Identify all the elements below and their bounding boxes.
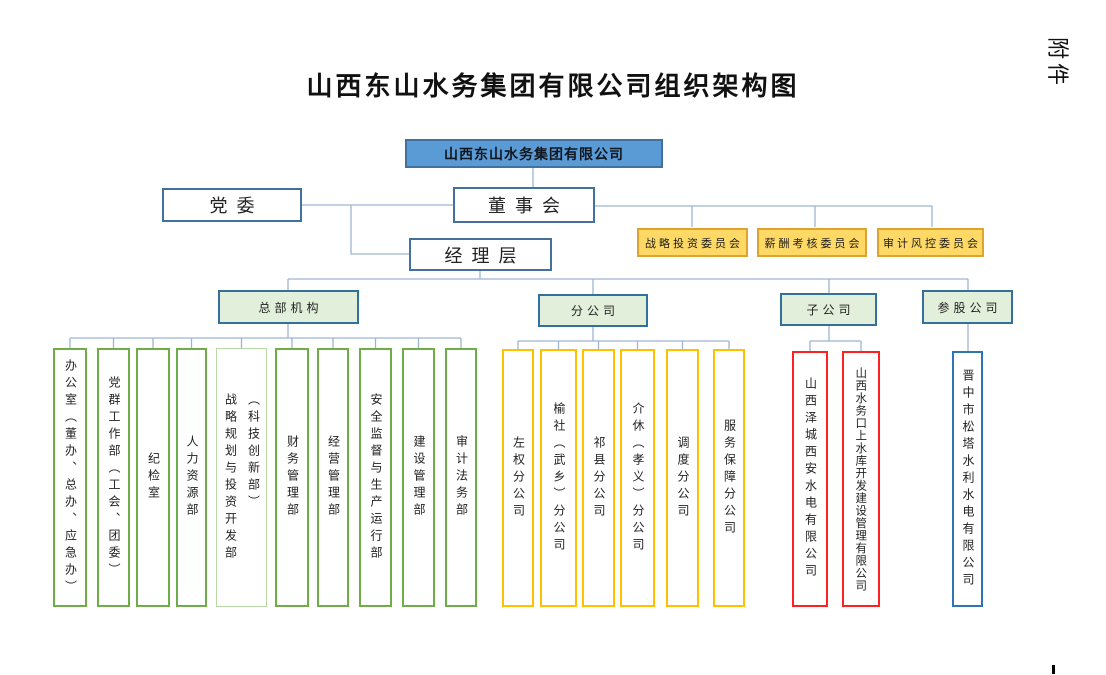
node-dept-operations-management: 经营管理部 (317, 348, 349, 607)
node-category-branch-companies: 分公司 (538, 294, 648, 327)
node-committee-strategic-investment: 战略投资委员会 (637, 228, 748, 257)
node-subsidiary-zecheng-xian-hydropower: 山西泽城西安水电有限公司 (792, 351, 828, 607)
node-branch-service-support: 服务保障分公司 (713, 349, 745, 607)
node-committee-remuneration-assessment: 薪酬考核委员会 (757, 228, 867, 257)
node-committee-audit-risk-control: 审计风控委员会 (877, 228, 984, 257)
node-dept-finance-management: 财务管理部 (275, 348, 309, 607)
node-dept-human-resources: 人力资源部 (176, 348, 207, 607)
node-root-company: 山西东山水务集团有限公司 (405, 139, 663, 168)
node-board-of-directors: 董事会 (453, 187, 595, 223)
node-branch-qixian: 祁县分公司 (582, 349, 615, 607)
node-category-shareholding-companies: 参股公司 (922, 290, 1013, 324)
node-dept-strategic-planning-investment: 战略规划与投资开发部 （科技创新部） (216, 348, 267, 607)
node-branch-zuoquan: 左权分公司 (502, 349, 534, 607)
node-branch-dispatch: 调度分公司 (666, 349, 699, 607)
page-title: 山西东山水务集团有限公司组织架构图 (306, 72, 800, 102)
node-management-layer: 经理层 (409, 238, 552, 271)
node-dept-audit-legal: 审计法务部 (445, 348, 477, 607)
node-dept-party-masses-work: 党群工作部（工会、团委） (97, 348, 130, 607)
node-branch-yushe-wuxiang: 榆社（武乡）分公司 (540, 349, 577, 607)
node-category-subsidiaries: 子公司 (780, 293, 877, 326)
page-corner-mark (1052, 665, 1055, 674)
node-dept-safety-supervision-production: 安全监督与生产运行部 (359, 348, 392, 607)
node-category-headquarters: 总部机构 (218, 290, 359, 324)
node-dept-discipline-inspection: 纪检室 (136, 348, 170, 607)
node-branch-jiexiu-xiaoyi: 介休（孝义）分公司 (620, 349, 655, 607)
node-dept-construction-management: 建设管理部 (402, 348, 435, 607)
node-party-committee: 党委 (162, 188, 302, 222)
node-dept-general-office: 办公室（董办、总办、应急办） (53, 348, 87, 607)
node-shareholding-songta-hydropower: 晋中市松塔水利水电有限公司 (952, 351, 983, 607)
node-subsidiary-koushang-reservoir: 山西水务口上水库开发建设管理有限公司 (842, 351, 880, 607)
attachment-label: 附件 (1044, 36, 1069, 89)
